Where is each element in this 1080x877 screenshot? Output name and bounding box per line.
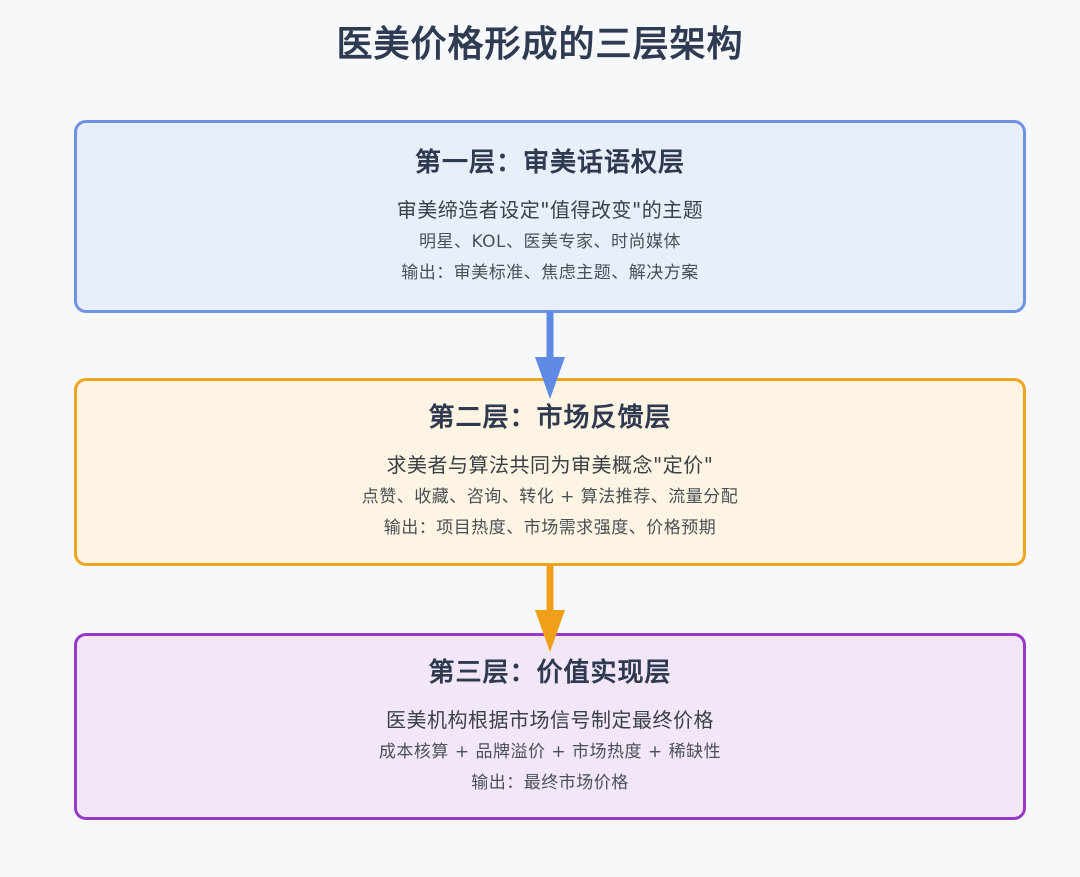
layer-2-title: 第二层：市场反馈层 <box>428 403 672 433</box>
arrow-stem <box>546 564 554 616</box>
down-arrow-icon <box>535 564 565 652</box>
layer-1-detail-1: 明星、KOL、医美专家、时尚媒体 <box>418 231 682 252</box>
layer-2-market-feedback-box: 第二层：市场反馈层 求美者与算法共同为审美概念"定价" 点赞、收藏、咨询、转化 … <box>74 378 1026 566</box>
layer-3-detail-2: 输出：最终市场价格 <box>471 772 629 793</box>
layer-1-title: 第一层：审美话语权层 <box>414 147 685 178</box>
arrow-stem <box>546 311 554 363</box>
layer-2-detail-2: 输出：项目热度、市场需求强度、价格预期 <box>383 518 717 538</box>
layer-1-subtitle: 审美缔造者设定"值得改变"的主题 <box>396 197 704 222</box>
layer-2-subtitle: 求美者与算法共同为审美概念"定价" <box>386 453 714 477</box>
layer-1-detail-2: 输出：审美标准、焦虑主题、解决方案 <box>401 262 699 283</box>
layer-1-aesthetic-discourse-box: 第一层：审美话语权层 审美缔造者设定"值得改变"的主题 明星、KOL、医美专家、… <box>74 120 1026 313</box>
layer-3-title: 第三层：价值实现层 <box>428 657 672 688</box>
down-arrow-icon <box>535 311 565 399</box>
layer-3-value-realization-box: 第三层：价值实现层 医美机构根据市场信号制定最终价格 成本核算 + 品牌溢价 +… <box>74 633 1026 820</box>
layer-3-detail-1: 成本核算 + 品牌溢价 + 市场热度 + 稀缺性 <box>378 741 722 762</box>
diagram-title: 医美价格形成的三层架构 <box>336 24 744 65</box>
layer-2-detail-1: 点赞、收藏、咨询、转化 + 算法推荐、流量分配 <box>361 487 739 507</box>
arrow-head <box>535 610 565 652</box>
arrow-head <box>535 357 565 399</box>
layer-3-subtitle: 医美机构根据市场信号制定最终价格 <box>386 707 714 732</box>
